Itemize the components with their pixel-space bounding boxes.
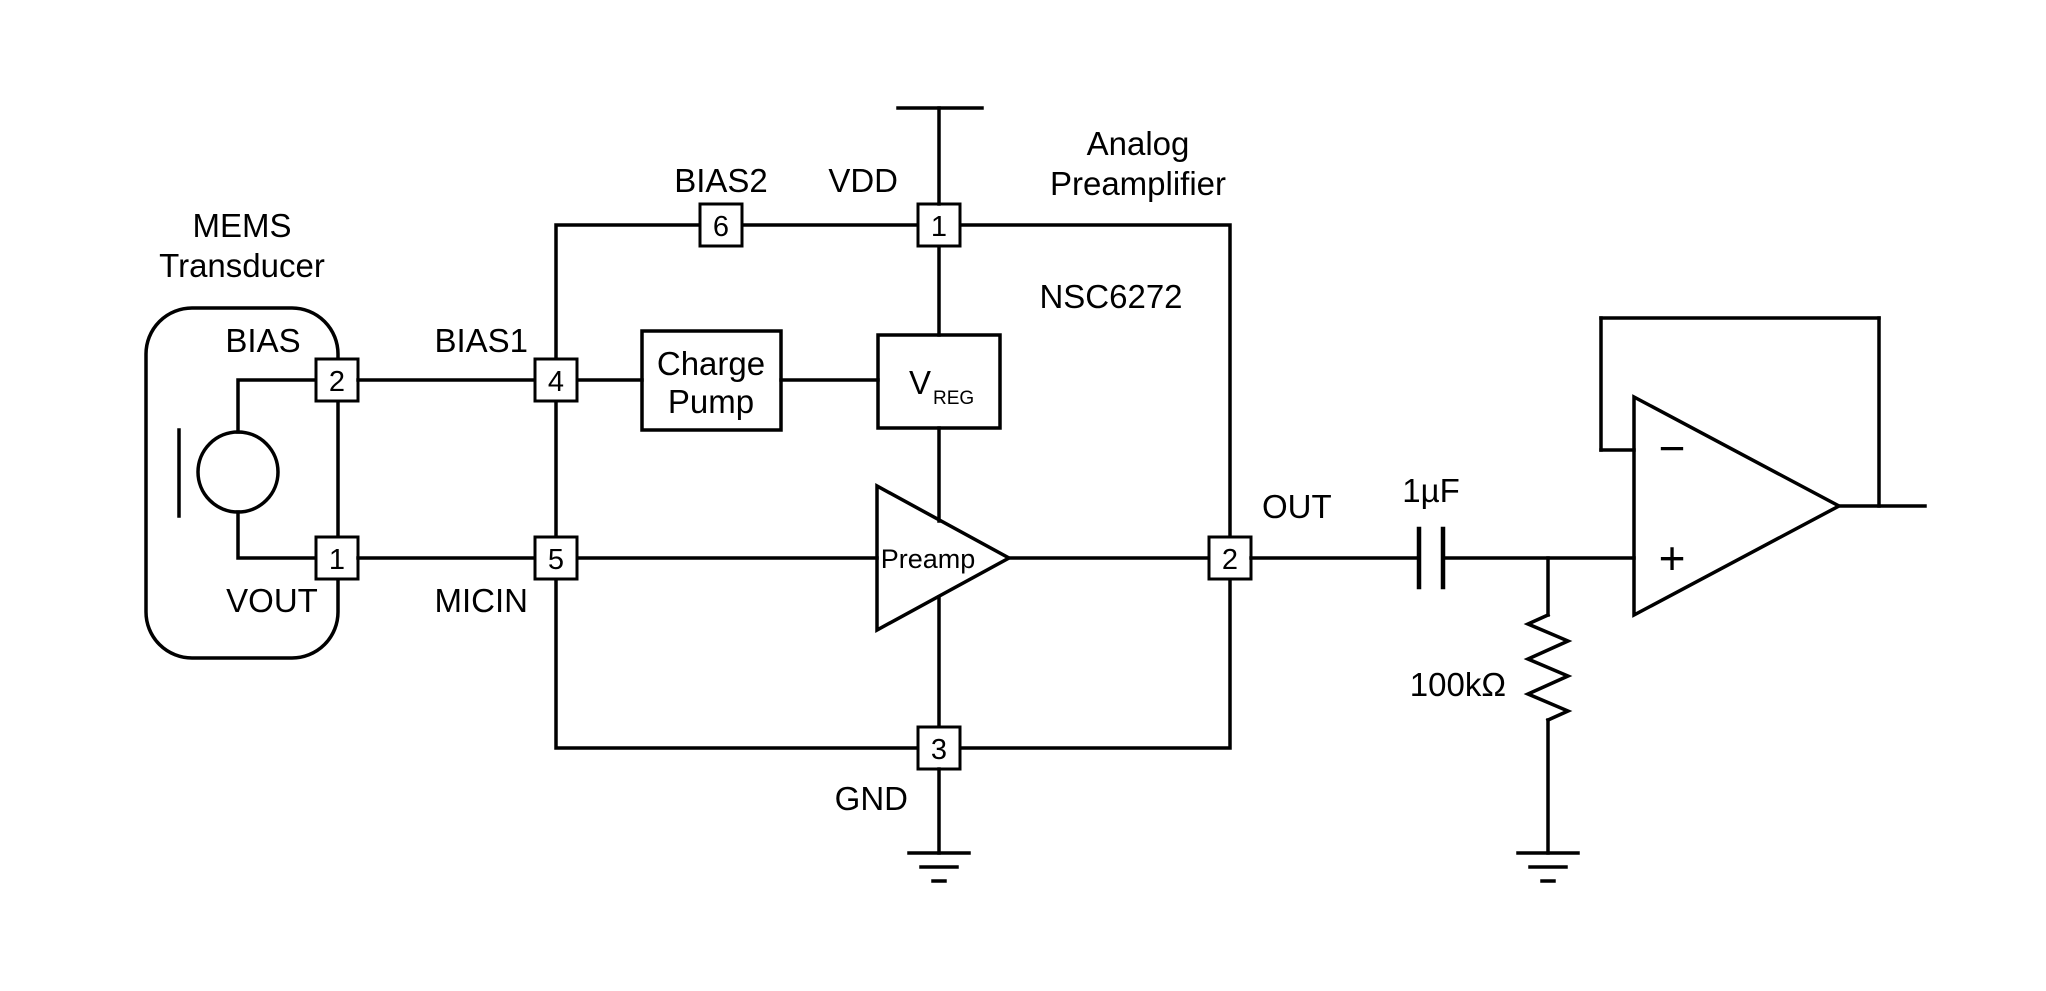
pin-number-bias1: 4 (548, 366, 564, 398)
pin-box-mems-bias (314, 357, 360, 403)
wire-mems-bias-internal (236, 378, 318, 434)
mems-title-line2: Transducer (159, 247, 325, 284)
pin-number-out: 2 (1222, 544, 1238, 576)
resistor-zigzag-icon (1523, 612, 1573, 723)
pin-label-out: OUT (1262, 488, 1332, 525)
capacitor-value-label: 1µF (1402, 472, 1460, 509)
pin-box-bias1 (533, 357, 579, 403)
vreg-label-main: V (909, 364, 931, 401)
vdd-supply (896, 106, 984, 206)
output-opamp: − + (1599, 316, 1927, 618)
preamp-label: Preamp (881, 544, 976, 574)
charge-pump-label-line2: Pump (668, 383, 754, 420)
pin-label-bias2: BIAS2 (674, 162, 768, 199)
opamp-noninverting-sign: + (1659, 532, 1686, 584)
resistor-value-label: 100kΩ (1410, 666, 1506, 703)
pin-number-micin: 5 (548, 544, 564, 576)
charge-pump-label-line1: Charge (657, 345, 765, 382)
pin-label-vdd: VDD (828, 162, 898, 199)
ic-title-line1: Analog (1087, 125, 1190, 162)
mems-vout-label: VOUT (226, 582, 318, 619)
opamp-inverting-sign: − (1659, 422, 1686, 474)
pin-box-out (1207, 535, 1253, 581)
pin-label-bias1: BIAS1 (434, 322, 528, 359)
ic-ground (907, 767, 971, 883)
mems-title-line1: MEMS (193, 207, 292, 244)
mems-transducer: MEMS Transducer BIAS VOUT 2 1 (144, 207, 360, 660)
vreg-label-subscript: REG (933, 388, 974, 409)
ic-nsc6272: Analog Preamplifier NSC6272 Charge Pump … (434, 125, 1331, 817)
pin-box-micin (533, 535, 579, 581)
ic-title-line2: Preamplifier (1050, 165, 1226, 202)
opamp-triangle (1632, 394, 1843, 618)
mems-bias-label: BIAS (225, 322, 300, 359)
ic-part-number: NSC6272 (1039, 278, 1182, 315)
output-network: 1µF 100kΩ (1249, 472, 1636, 883)
pin-number-gnd: 3 (931, 734, 947, 766)
pin-box-bias2 (698, 202, 744, 248)
pin-box-vdd (916, 202, 962, 248)
ic-outline (554, 223, 1232, 750)
pin-label-micin: MICIN (435, 582, 529, 619)
pin-number-mems-vout: 1 (329, 544, 345, 576)
pin-number-mems-bias: 2 (329, 366, 345, 398)
wire-mems-vout-internal (236, 510, 318, 560)
pin-number-vdd: 1 (931, 211, 947, 243)
mems-diaphragm-icon (196, 430, 280, 514)
pin-label-gnd: GND (835, 780, 908, 817)
vreg-block (876, 333, 1002, 430)
pin-number-bias2: 6 (713, 211, 729, 243)
